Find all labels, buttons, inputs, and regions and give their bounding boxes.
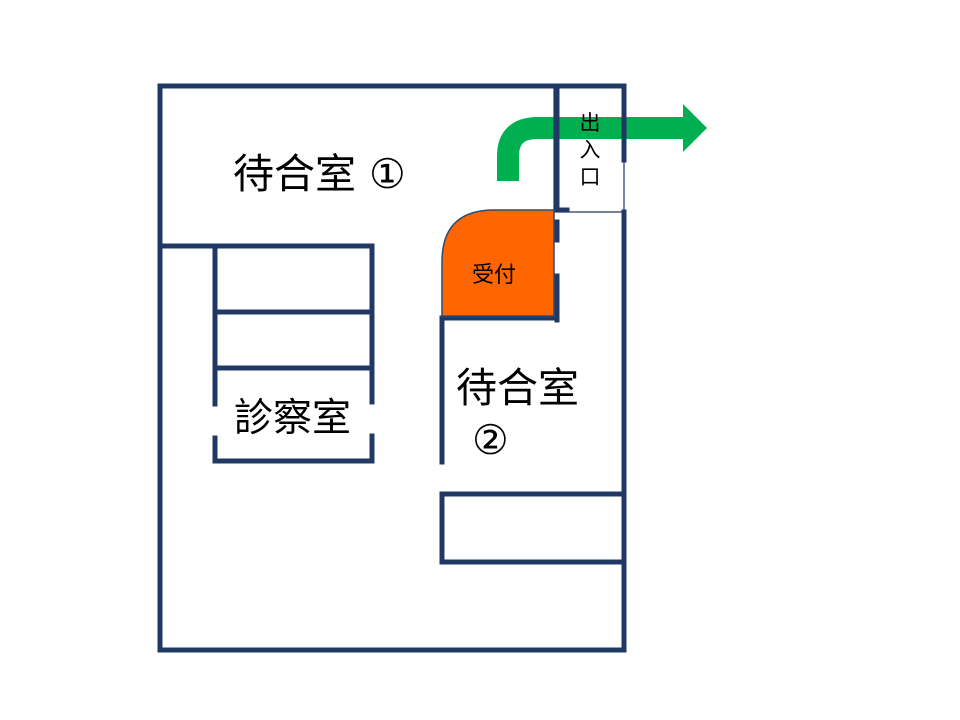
reception-counter [441, 209, 555, 317]
waiting-room-2-label-line1: 待合室 [456, 364, 579, 412]
waiting-room-1-label: 待合室 ① [233, 150, 406, 198]
entrance-label-char-1: 出 [580, 111, 601, 135]
reception-label: 受付 [472, 263, 516, 288]
exit-arrow-shaft [497, 117, 686, 181]
waiting-room-2-label-line2: ② [472, 416, 509, 464]
exam-room-label: 診察室 [234, 396, 351, 441]
exit-arrow-head [683, 104, 707, 152]
entrance-frame [553, 86, 625, 213]
entrance-label-char-3: 口 [580, 165, 601, 189]
curved-arrow-right-icon [497, 104, 707, 181]
walls [157, 83, 627, 653]
entrance-label-char-2: 入 [580, 138, 601, 162]
